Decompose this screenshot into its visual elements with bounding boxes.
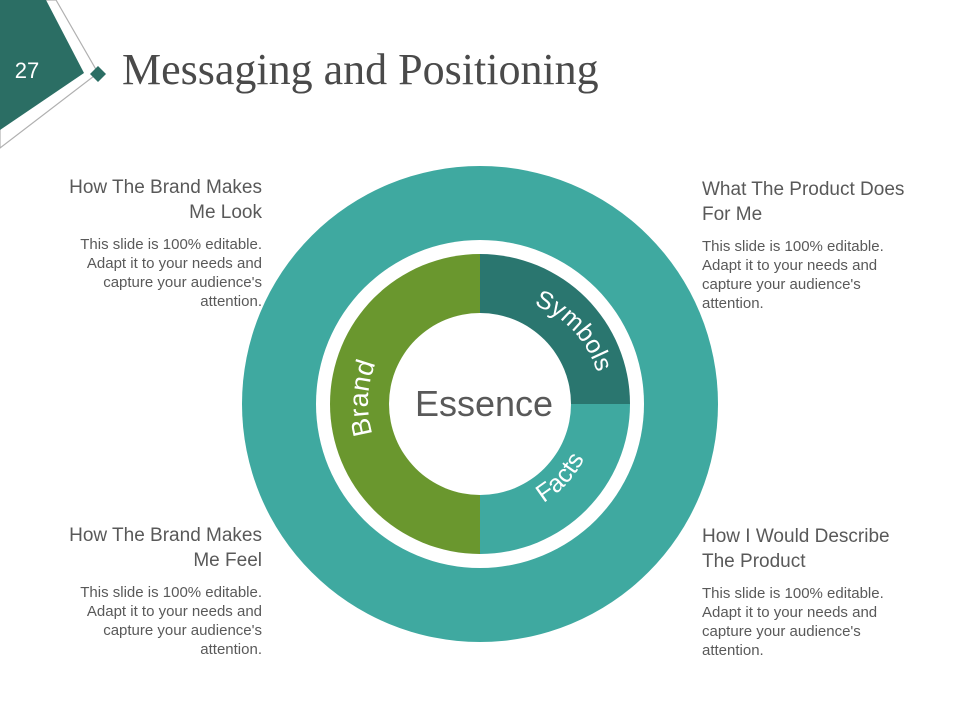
quadrant-top-left: How The Brand Makes Me Look This slide i… <box>42 175 262 311</box>
quadrant-bottom-right: How I Would Describe The Product This sl… <box>702 524 922 660</box>
quadrant-body: This slide is 100% editable. Adapt it to… <box>80 584 262 658</box>
inner-core <box>389 313 571 495</box>
quadrant-top-right: What The Product Does For Me This slide … <box>702 177 922 313</box>
quadrant-body: This slide is 100% editable. Adapt it to… <box>80 236 262 310</box>
quadrant-heading: What The Product Does For Me <box>702 179 905 225</box>
diamond-icon <box>90 66 106 82</box>
essence-label: Essence <box>415 383 553 424</box>
quadrant-bottom-left: How The Brand Makes Me Feel This slide i… <box>42 523 262 659</box>
corner-triangle <box>0 0 84 130</box>
quadrant-body: This slide is 100% editable. Adapt it to… <box>702 238 884 312</box>
slide-number-corner <box>0 0 106 149</box>
page-title: Messaging and Positioning <box>122 45 599 94</box>
quadrant-heading: How I Would Describe The Product <box>702 526 890 572</box>
quadrant-heading: How The Brand Makes Me Look <box>69 177 262 223</box>
slide-number: 27 <box>14 58 40 83</box>
quadrant-heading: How The Brand Makes Me Feel <box>69 525 262 571</box>
quadrant-body: This slide is 100% editable. Adapt it to… <box>702 585 884 659</box>
